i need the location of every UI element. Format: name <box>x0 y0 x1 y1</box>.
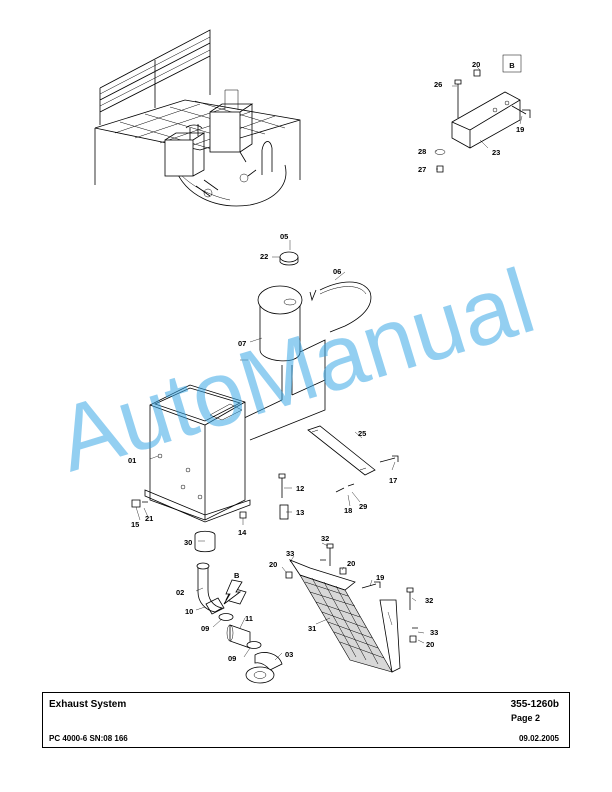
part-label-07: 07 <box>238 339 246 348</box>
part-label-05: 05 <box>280 232 288 241</box>
part-label-19-detail: 19 <box>516 125 524 134</box>
document-number: 355-1260b <box>510 699 559 710</box>
part-label-09-lower: 09 <box>228 654 236 663</box>
part-label-20-left: 20 <box>269 560 277 569</box>
part-label-01: 01 <box>128 456 136 465</box>
part-label-20-lower: 20 <box>426 640 434 649</box>
part-label-25: 25 <box>358 429 366 438</box>
part-label-02: 02 <box>176 588 184 597</box>
part-label-10: 10 <box>185 607 193 616</box>
part-label-19-grille: 19 <box>376 573 384 582</box>
part-label-11: 11 <box>245 614 253 623</box>
part-label-12: 12 <box>296 484 304 493</box>
machine-model: PC 4000-6 SN:08 166 <box>49 734 128 743</box>
part-label-06: 06 <box>333 267 341 276</box>
grille-assembly <box>285 543 418 673</box>
watermark-text: AutoManual <box>46 250 545 491</box>
view-b-pointer-label: B <box>234 571 240 580</box>
detail-b-label: B <box>509 61 515 70</box>
detail-b-bracket: B <box>434 54 531 173</box>
part-number-labels: 05 22 06 07 01 25 17 12 29 18 13 14 21 1… <box>128 60 524 663</box>
document-date: 09.02.2005 <box>518 734 559 743</box>
part-label-29: 29 <box>359 502 367 511</box>
view-b-arrow: B <box>223 571 243 605</box>
part-label-32-upper: 32 <box>321 534 329 543</box>
part-label-32-lower: 32 <box>425 596 433 605</box>
part-label-13: 13 <box>296 508 304 517</box>
part-label-33-upper: 33 <box>286 549 294 558</box>
document-title: Exhaust System <box>49 699 127 710</box>
part-label-30: 30 <box>184 538 192 547</box>
part-label-33-lower: 33 <box>430 628 438 637</box>
part-label-09-upper: 09 <box>201 624 209 633</box>
machine-overview-illustration <box>94 29 301 207</box>
part-label-15: 15 <box>131 520 139 529</box>
part-label-18: 18 <box>344 506 352 515</box>
elbow-and-flanges <box>194 530 283 684</box>
part-label-23: 23 <box>492 148 500 157</box>
silencer-assembly <box>239 251 372 441</box>
part-label-21: 21 <box>145 514 153 523</box>
part-label-31: 31 <box>308 624 316 633</box>
leader-lines <box>135 66 523 661</box>
part-label-17: 17 <box>389 476 397 485</box>
part-label-28: 28 <box>418 147 426 156</box>
part-label-27: 27 <box>418 165 426 174</box>
title-block: Exhaust System 355-1260b Page 2 PC 4000-… <box>42 692 570 748</box>
part-label-14: 14 <box>238 528 247 537</box>
cover-plate <box>131 425 399 520</box>
exhaust-box <box>144 384 251 523</box>
part-label-03: 03 <box>285 650 293 659</box>
part-label-20-detail: 20 <box>472 60 480 69</box>
part-label-26: 26 <box>434 80 442 89</box>
page-number: Page 2 <box>511 713 541 723</box>
part-label-22: 22 <box>260 252 268 261</box>
part-label-20-middle: 20 <box>347 559 355 568</box>
